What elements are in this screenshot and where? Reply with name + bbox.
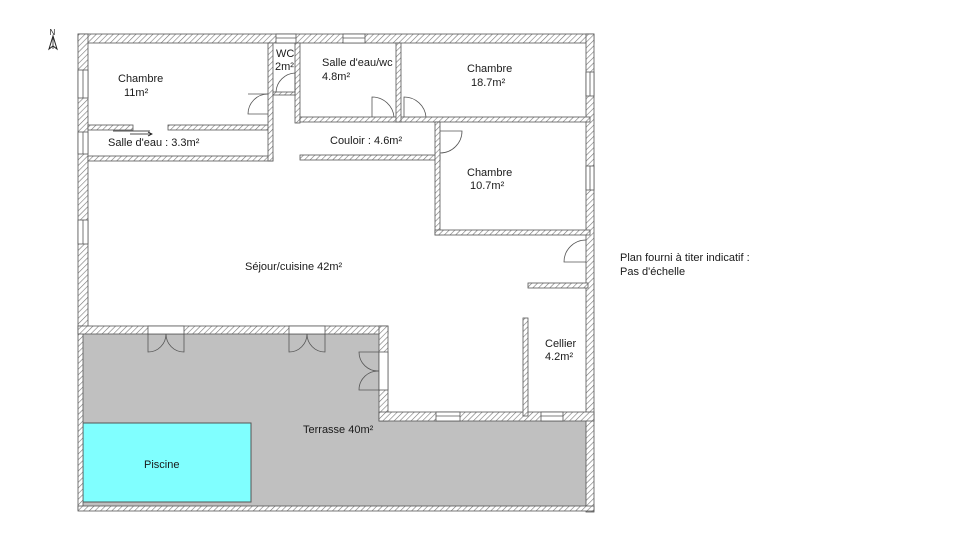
disclaimer-note: Plan fourni à titer indicatif : Pas d'éc… — [620, 251, 750, 279]
cellier-name: Cellier — [545, 338, 577, 350]
salle-eau-label: Salle d'eau : 3.3m² — [108, 137, 200, 149]
north-arrow-icon: N — [46, 27, 60, 53]
cellier-area: 4.2m² — [545, 351, 573, 363]
piscine-label: Piscine — [144, 459, 179, 471]
chambre2-area: 18.7m² — [471, 77, 506, 89]
pool — [82, 422, 252, 503]
sejour-label: Séjour/cuisine 42m² — [245, 261, 343, 273]
couloir-label: Couloir : 4.6m² — [330, 135, 402, 147]
chambre1-area: 11m² — [124, 87, 149, 99]
salle-eau-wc-name: Salle d'eau/wc — [322, 57, 393, 69]
terrasse-label: Terrasse 40m² — [303, 424, 374, 436]
note-line-1: Plan fourni à titer indicatif : — [620, 252, 750, 264]
chambre1-name: Chambre — [118, 73, 163, 85]
chambre2-name: Chambre — [467, 63, 512, 75]
salle-eau-wc-area: 4.8m² — [322, 71, 350, 83]
walls — [77, 33, 595, 513]
note-line-2: Pas d'échelle — [620, 266, 686, 278]
wc-name: WC — [276, 48, 294, 60]
chambre3-name: Chambre — [467, 167, 512, 179]
windows — [77, 33, 595, 422]
doors — [113, 72, 587, 391]
north-label: N — [50, 28, 56, 37]
room-labels: Chambre 11m² WC 2m² Salle d'eau/wc 4.8m²… — [108, 48, 577, 471]
chambre3-area: 10.7m² — [470, 180, 505, 192]
wc-area: 2m² — [275, 61, 294, 73]
